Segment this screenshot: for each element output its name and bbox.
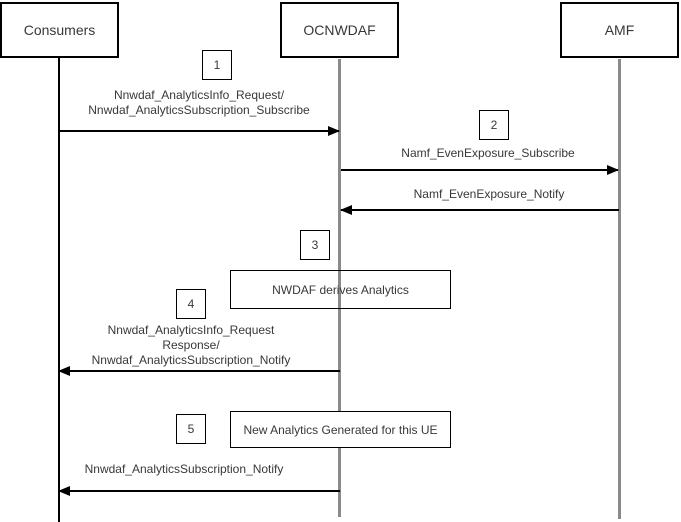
- message-arrow-4: [58, 365, 340, 376]
- step-badge-1-label: 1: [213, 58, 221, 72]
- message-4-line-3: Nnwdaf_AnalyticsSubscription_Notify: [91, 353, 291, 367]
- actor-consumers-label: Consumers: [23, 22, 96, 38]
- actor-ocnwdaf: OCNWDAF: [280, 2, 399, 58]
- message-5-line-1: Nnwdaf_AnalyticsSubscription_Notify: [84, 462, 284, 476]
- lifeline-consumers: [58, 58, 60, 522]
- message-1-line-1: Nnwdaf_AnalyticsInfo_Request/: [113, 88, 285, 102]
- message-3-line-1: Namf_EvenExposure_Notify: [413, 187, 565, 201]
- message-4-line-1: Nnwdaf_AnalyticsInfo_Request: [107, 323, 275, 337]
- step-badge-5-label: 5: [187, 422, 195, 436]
- message-4-line-2: Response/: [162, 338, 220, 352]
- step-badge-4: 4: [176, 289, 206, 319]
- actor-amf: AMF: [560, 2, 679, 58]
- activity-new-analytics-label: New Analytics Generated for this UE: [243, 422, 438, 437]
- step-badge-3: 3: [300, 230, 330, 260]
- arrowhead-right-icon: [328, 125, 340, 136]
- activity-box-nwdaf-derives-analytics: NWDAF derives Analytics: [230, 270, 451, 309]
- arrowhead-left-icon: [340, 204, 352, 215]
- message-arrow-2: [341, 164, 619, 175]
- arrowhead-right-icon: [607, 164, 619, 175]
- message-arrow-5: [58, 485, 340, 496]
- step-badge-3-label: 3: [311, 238, 319, 252]
- arrowhead-left-icon: [58, 365, 70, 376]
- activity-box-new-analytics-generated: New Analytics Generated for this UE: [230, 411, 451, 448]
- message-label-4: Nnwdaf_AnalyticsInfo_Request Response/ N…: [51, 323, 331, 368]
- message-arrow-3: [340, 204, 619, 215]
- message-label-3: Namf_EvenExposure_Notify: [349, 187, 629, 202]
- actor-consumers: Consumers: [0, 2, 119, 58]
- step-badge-5: 5: [176, 414, 206, 444]
- activity-nwdaf-derives-label: NWDAF derives Analytics: [272, 282, 409, 297]
- message-2-line-1: Namf_EvenExposure_Subscribe: [401, 146, 575, 160]
- step-badge-2-label: 2: [490, 118, 498, 132]
- actor-amf-label: AMF: [604, 22, 635, 38]
- message-label-1: Nnwdaf_AnalyticsInfo_Request/ Nnwdaf_Ana…: [59, 88, 339, 118]
- step-badge-1: 1: [202, 50, 232, 80]
- lifeline-amf: [618, 59, 621, 519]
- step-badge-4-label: 4: [187, 297, 195, 311]
- message-1-line-2: Nnwdaf_AnalyticsSubscription_Subscribe: [88, 103, 310, 117]
- arrowhead-left-icon: [58, 485, 70, 496]
- actor-ocnwdaf-label: OCNWDAF: [303, 22, 376, 38]
- message-arrow-1: [59, 125, 340, 136]
- message-label-2: Namf_EvenExposure_Subscribe: [348, 146, 628, 161]
- lifeline-ocnwdaf: [338, 59, 341, 517]
- step-badge-2: 2: [479, 110, 509, 140]
- message-label-5: Nnwdaf_AnalyticsSubscription_Notify: [44, 462, 324, 477]
